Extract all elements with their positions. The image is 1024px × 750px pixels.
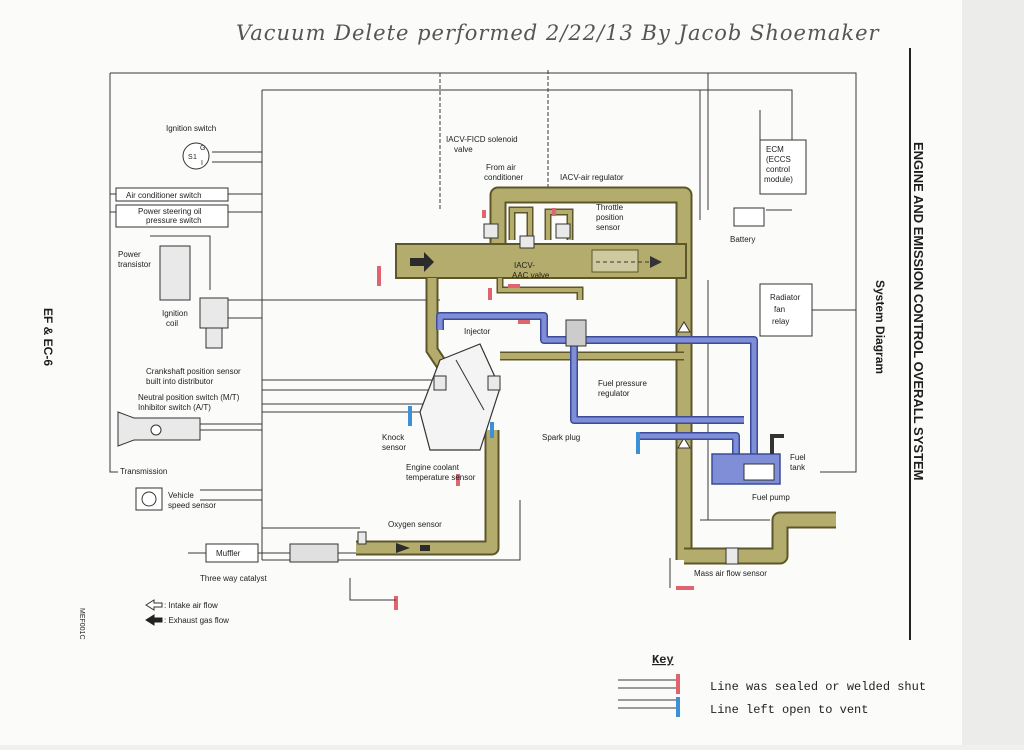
fuel-pump-label: Fuel pump bbox=[752, 493, 790, 502]
ecm-label-1: ECM bbox=[766, 145, 784, 154]
fuel-tank-label-2: tank bbox=[790, 463, 806, 472]
ignition-coil-icon bbox=[199, 297, 229, 349]
coolant-sensor-label-2: temperature sensor bbox=[406, 473, 476, 482]
ignition-switch-1-terminal: 1 bbox=[193, 154, 197, 161]
exhaust-flow-arrow-icon bbox=[145, 614, 163, 626]
vehicle-speed-sensor-icon bbox=[135, 487, 163, 511]
iacv-aac-valve-icon bbox=[519, 235, 535, 249]
ecm-label-2: (ECCS bbox=[766, 155, 791, 164]
ignition-coil-label-1: Ignition bbox=[162, 309, 188, 318]
knock-sensor-label-2: sensor bbox=[382, 443, 406, 452]
line-markers bbox=[349, 208, 694, 610]
ps-switch-label-1: Power steering oil bbox=[138, 207, 202, 216]
throttle-label-2: position bbox=[596, 213, 624, 222]
oxygen-sensor-label: Oxygen sensor bbox=[388, 520, 442, 529]
fuel-system bbox=[436, 312, 784, 485]
crank-sensor-label-2: built into distributor bbox=[146, 377, 213, 386]
ecm-box bbox=[759, 139, 807, 195]
from-ac-label-1: From air bbox=[486, 163, 516, 172]
ps-switch-box bbox=[115, 204, 229, 228]
handwritten-note: Vacuum Delete performed 2/22/13 By Jacob… bbox=[236, 21, 881, 45]
key-vent-label: Line left open to vent bbox=[710, 703, 868, 717]
ecm-label-3: control bbox=[766, 165, 790, 174]
battery-label: Battery bbox=[730, 235, 755, 244]
spark-plug-label: Spark plug bbox=[542, 433, 580, 442]
knock-sensor-label-1: Knock bbox=[382, 433, 405, 442]
ignition-switch-g-terminal: G bbox=[200, 145, 205, 152]
side-title-main: ENGINE AND EMISSION CONTROL OVERALL SYST… bbox=[911, 142, 926, 481]
power-transistor-label-2: transistor bbox=[118, 260, 151, 269]
injector-label: Injector bbox=[464, 327, 491, 336]
transmission-gear-icon bbox=[150, 424, 162, 436]
from-ac-label-2: conditioner bbox=[484, 173, 523, 182]
power-transistor-label-1: Power bbox=[118, 250, 141, 259]
transmission-label: Transmission bbox=[120, 467, 167, 476]
maf-label: Mass air flow sensor bbox=[694, 569, 767, 578]
vehicle-speed-label-2: speed sensor bbox=[168, 501, 216, 510]
iacv-air-regulator-icon bbox=[555, 223, 571, 239]
ignition-switch-i-terminal: I bbox=[201, 160, 203, 167]
throttle-label-3: sensor bbox=[596, 223, 620, 232]
coolant-sensor-label-1: Engine coolant bbox=[406, 463, 460, 472]
radiator-label-1: Radiator bbox=[770, 293, 801, 302]
crank-sensor-label-1: Crankshaft position sensor bbox=[146, 367, 241, 376]
fuel-reg-label-2: regulator bbox=[598, 389, 630, 398]
ignition-switch-label: Ignition switch bbox=[166, 124, 216, 133]
exhaust-flow-label: : Exhaust gas flow bbox=[164, 616, 229, 625]
ac-switch-box bbox=[115, 187, 229, 202]
iacv-air-reg-label: IACV-air regulator bbox=[560, 173, 624, 182]
key-sealed-label: Line was sealed or welded shut bbox=[710, 680, 926, 694]
iacv-ficd-valve-icon bbox=[483, 223, 499, 239]
key-title: Key bbox=[652, 653, 674, 667]
intake-flow-label: : Intake air flow bbox=[164, 601, 218, 610]
radiator-label-2: fan bbox=[774, 305, 785, 314]
oxygen-sensor-icon bbox=[357, 531, 367, 545]
vehicle-speed-label-1: Vehicle bbox=[168, 491, 194, 500]
ignition-switch-s-terminal: S bbox=[188, 154, 193, 161]
intake-flow-arrow-icon bbox=[145, 599, 163, 611]
three-way-catalyst-label: Three way catalyst bbox=[200, 574, 267, 583]
wiring-harness bbox=[109, 70, 857, 561]
iacv-aac-label-1: IACV- bbox=[514, 261, 535, 270]
ecm-label-4: module) bbox=[764, 175, 793, 184]
intake-air-system bbox=[356, 186, 836, 565]
page-edge bbox=[962, 0, 1024, 745]
muffler-label: Muffler bbox=[216, 549, 241, 558]
key-vent-marker bbox=[676, 697, 680, 717]
ignition-switch: S 1 G I bbox=[182, 142, 210, 170]
power-transistor-icon bbox=[159, 245, 191, 301]
neutral-switch-label-2: Inhibitor switch (A/T) bbox=[138, 403, 211, 412]
engine-block bbox=[419, 343, 501, 451]
ignition-coil-label-2: coil bbox=[166, 319, 178, 328]
iacv-aac-label-2: AAC valve bbox=[512, 271, 550, 280]
flow-legend: : Intake air flow : Exhaust gas flow bbox=[145, 599, 229, 626]
throttle-label-1: Throttle bbox=[596, 203, 624, 212]
fuel-reg-label-1: Fuel pressure bbox=[598, 379, 647, 388]
radiator-label-3: relay bbox=[772, 317, 789, 326]
key-sealed-marker bbox=[676, 674, 680, 694]
speed-gauge-icon bbox=[141, 491, 157, 507]
radiator-relay-box bbox=[759, 283, 813, 337]
side-title-sub: System Diagram bbox=[873, 280, 887, 374]
ps-switch-label-2: pressure switch bbox=[146, 216, 202, 225]
fuel-tank-label-1: Fuel bbox=[790, 453, 806, 462]
key-legend: Key Line was sealed or welded shut Line … bbox=[618, 653, 926, 717]
battery-icon bbox=[733, 207, 765, 227]
section-code: EF & EC-6 bbox=[41, 308, 55, 366]
neutral-switch-label-1: Neutral position switch (M/T) bbox=[138, 393, 240, 402]
iacv-ficd-label-1: IACV-FICD solenoid bbox=[446, 135, 518, 144]
maf-sensor-icon bbox=[725, 547, 739, 565]
iacv-ficd-label-2: valve bbox=[454, 145, 473, 154]
three-way-catalyst-icon bbox=[289, 543, 339, 563]
figure-code: MEF001C bbox=[78, 608, 85, 640]
ac-switch-label: Air conditioner switch bbox=[126, 191, 202, 200]
